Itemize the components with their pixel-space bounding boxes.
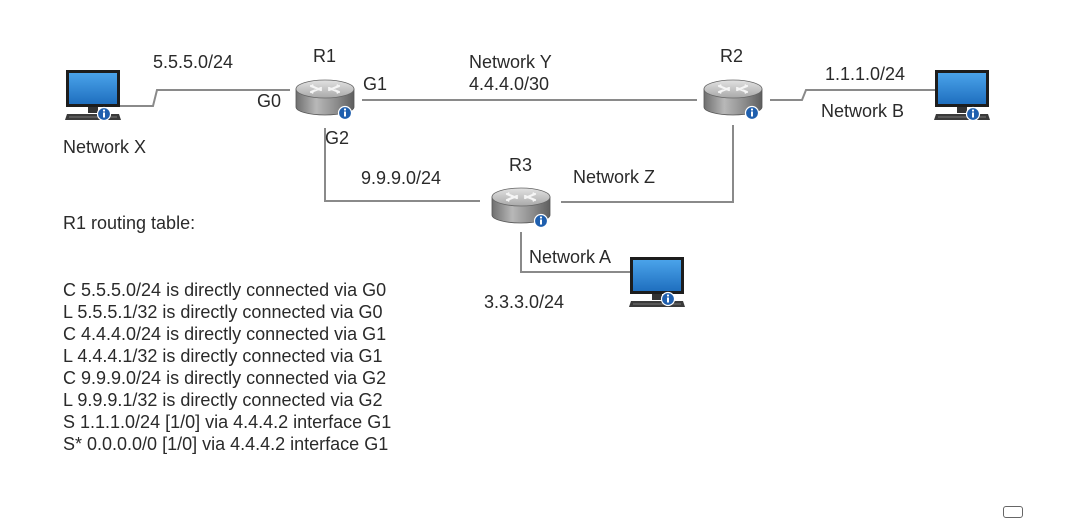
- routing-table-entry: C 4.4.4.0/24 is directly connected via G…: [63, 324, 387, 344]
- routing-table-entry: L 4.4.4.1/32 is directly connected via G…: [63, 346, 383, 366]
- interface-g2-label: G2: [325, 128, 350, 148]
- network-y-subnet: 4.4.4.0/30: [469, 74, 550, 94]
- network-a-label: Network A: [529, 247, 612, 267]
- network-z-label: Network Z: [573, 167, 656, 187]
- link-network-x-r1: [118, 89, 290, 107]
- network-x-label: Network X: [63, 137, 147, 157]
- routing-table-entry: C 9.9.9.0/24 is directly connected via G…: [63, 368, 387, 388]
- router-r2-icon[interactable]: [702, 78, 764, 121]
- routing-table-entry: L 5.5.5.1/32 is directly connected via G…: [63, 302, 383, 322]
- router-r1-label: R1: [313, 46, 337, 66]
- link-r3-network-a: [520, 232, 636, 273]
- routing-table-entry: C 5.5.5.0/24 is directly connected via G…: [63, 280, 387, 300]
- network-b-label: Network B: [821, 101, 905, 121]
- router-r3-label: R3: [509, 155, 533, 175]
- link-r2-network-b: [770, 89, 936, 101]
- network-a-subnet: 3.3.3.0/24: [484, 292, 565, 312]
- routing-table-entry: S 1.1.1.0/24 [1/0] via 4.4.4.2 interface…: [63, 412, 392, 432]
- network-x-subnet: 5.5.5.0/24: [153, 52, 234, 72]
- routing-table: C 5.5.5.0/24 is directly connected via G…: [63, 279, 391, 455]
- network-y-label: Network Y: [469, 52, 552, 72]
- computer-network-x-icon[interactable]: [64, 69, 122, 122]
- routing-table-entry: S* 0.0.0.0/0 [1/0] via 4.4.4.2 interface…: [63, 434, 389, 454]
- scroll-indicator[interactable]: [1003, 506, 1023, 518]
- interface-g0-label: G0: [257, 91, 282, 111]
- router-r2-label: R2: [720, 46, 744, 66]
- link-r1-r3: [324, 128, 480, 202]
- routing-table-entry: L 9.9.9.1/32 is directly connected via G…: [63, 390, 383, 410]
- link-r3-r2: [561, 125, 734, 203]
- network-z-subnet: 9.9.9.0/24: [361, 168, 442, 188]
- links: [118, 89, 936, 273]
- computer-network-a-icon[interactable]: [628, 256, 686, 308]
- router-r3-icon[interactable]: [490, 186, 552, 229]
- network-b-subnet: 1.1.1.0/24: [825, 64, 906, 84]
- router-r1-icon[interactable]: [294, 78, 356, 121]
- computer-network-b-icon[interactable]: [933, 69, 991, 122]
- routing-table-title: R1 routing table:: [63, 213, 196, 233]
- interface-g1-label: G1: [363, 74, 388, 94]
